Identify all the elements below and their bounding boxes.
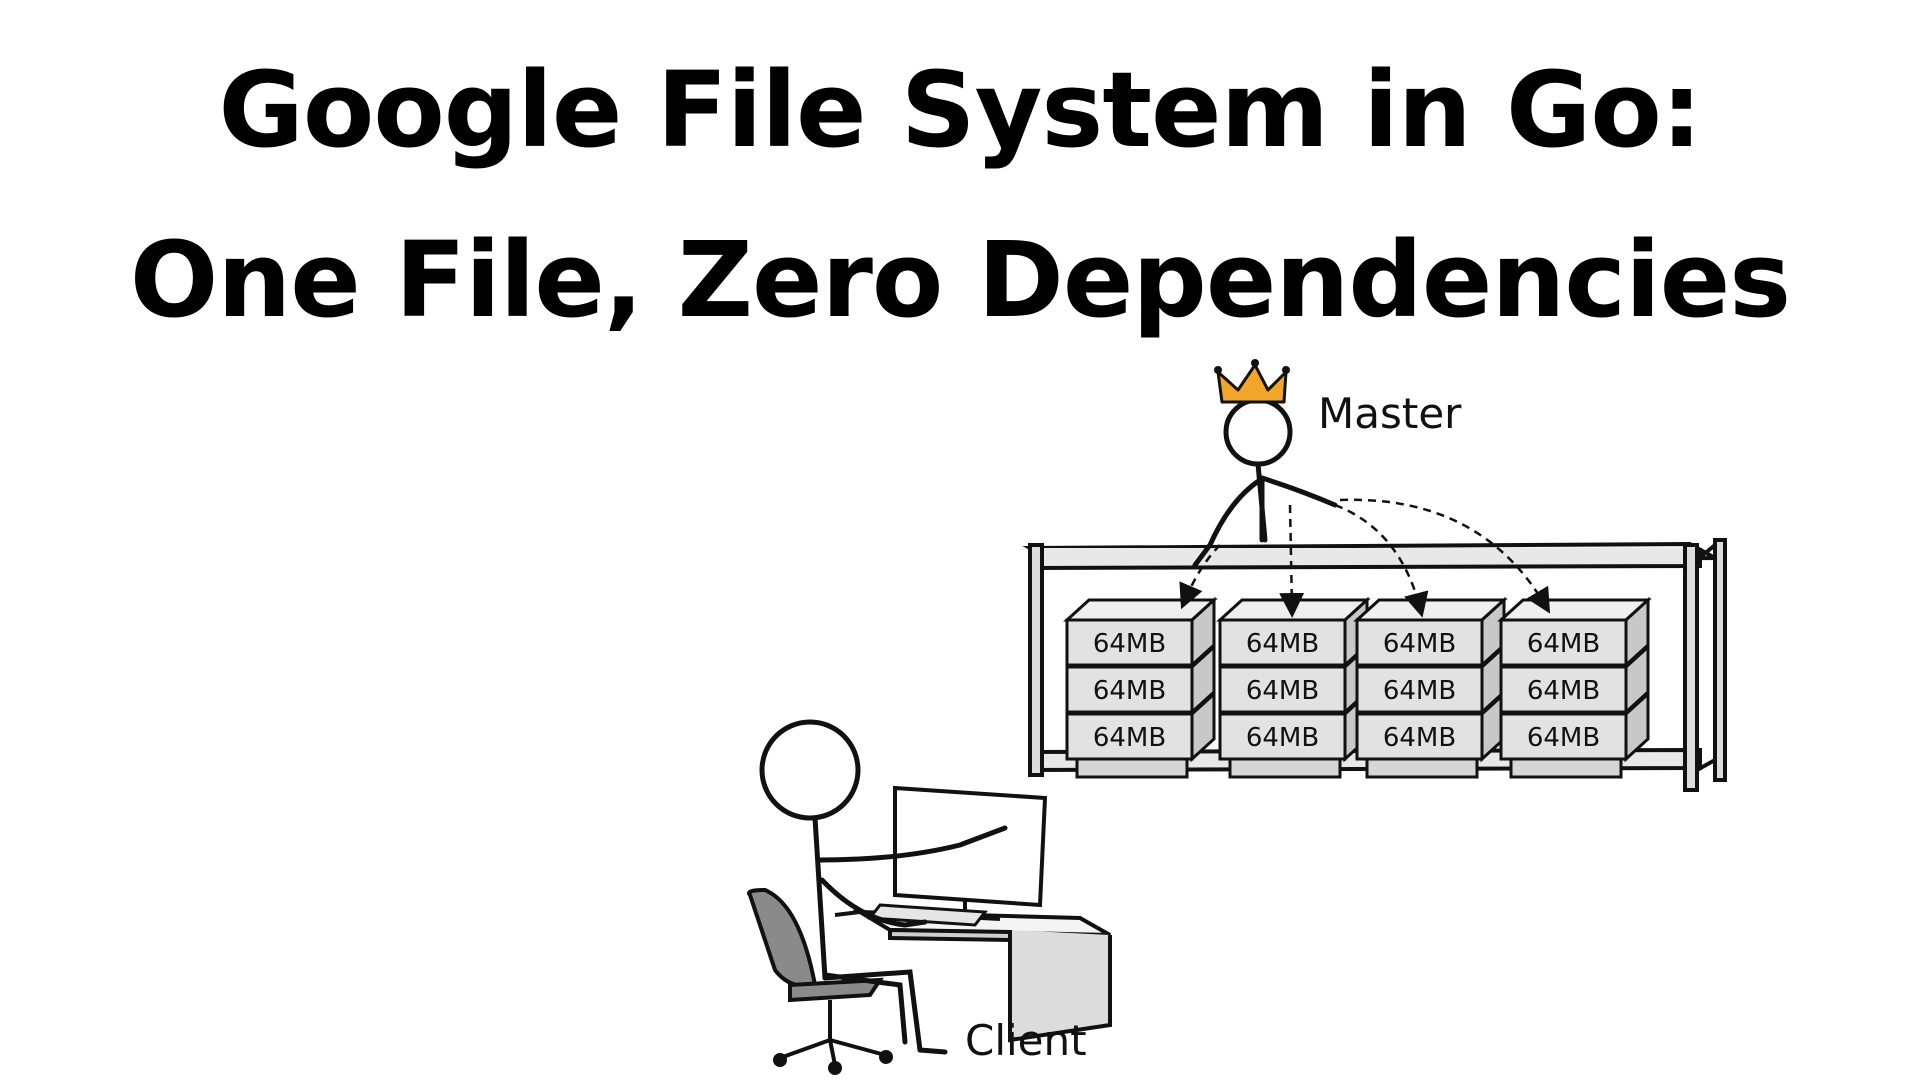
chunk-stack-top [1353,598,1508,622]
chair-icon [747,887,893,1075]
chunk-size-label: 64MB [1527,676,1600,706]
chunk-box [1065,665,1194,714]
chunk-stack-base [1509,757,1623,779]
title-line-2: One File, Zero Dependencies [129,219,1791,341]
chunk-box [1218,665,1347,714]
chunk-box [1218,618,1347,667]
chunk-box [1355,712,1484,761]
chunk-size-label: 64MB [1246,723,1319,753]
chunk-size-label: 64MB [1383,676,1456,706]
chunk-box [1355,618,1484,667]
client-label: Client [965,1016,1087,1065]
chunk-box [1499,712,1628,761]
chunk-box [1065,618,1194,667]
chunk-size-label: 64MB [1093,629,1166,659]
monitor-icon [867,785,1048,927]
master-arrows [1179,498,1551,618]
chunk-size-label: 64MB [1527,629,1600,659]
chunk-stacks: 64MB 64MB 64MB 64MB 64MB 64MB 64MB 64MB 64MB 64MB… [1063,596,1652,779]
master-label: Master [1318,389,1462,438]
chunk-box [1499,665,1628,714]
chunk-stack-base [1228,757,1342,779]
chunk-size-label: 64MB [1093,676,1166,706]
chunk-stack-base [1365,757,1479,779]
master-figure [1192,397,1338,568]
chunk-size-label: 64MB [1527,723,1600,753]
chunk-size-label: 64MB [1246,676,1319,706]
chunk-box [1499,618,1628,667]
chunk-size-label: 64MB [1093,723,1166,753]
chunk-size-label: 64MB [1246,629,1319,659]
chunk-stack-top [1497,598,1652,622]
chunk-stack-base [1075,757,1189,779]
chunk-box [1355,665,1484,714]
chunk-stack-top [1063,598,1218,622]
title-line-1: Google File System in Go: [218,49,1703,171]
chunk-size-label: 64MB [1383,723,1456,753]
chunk-size-label: 64MB [1383,629,1456,659]
chunk-stack-top [1216,598,1371,622]
crown-icon [1214,359,1290,404]
client-figure [759,719,1008,1055]
